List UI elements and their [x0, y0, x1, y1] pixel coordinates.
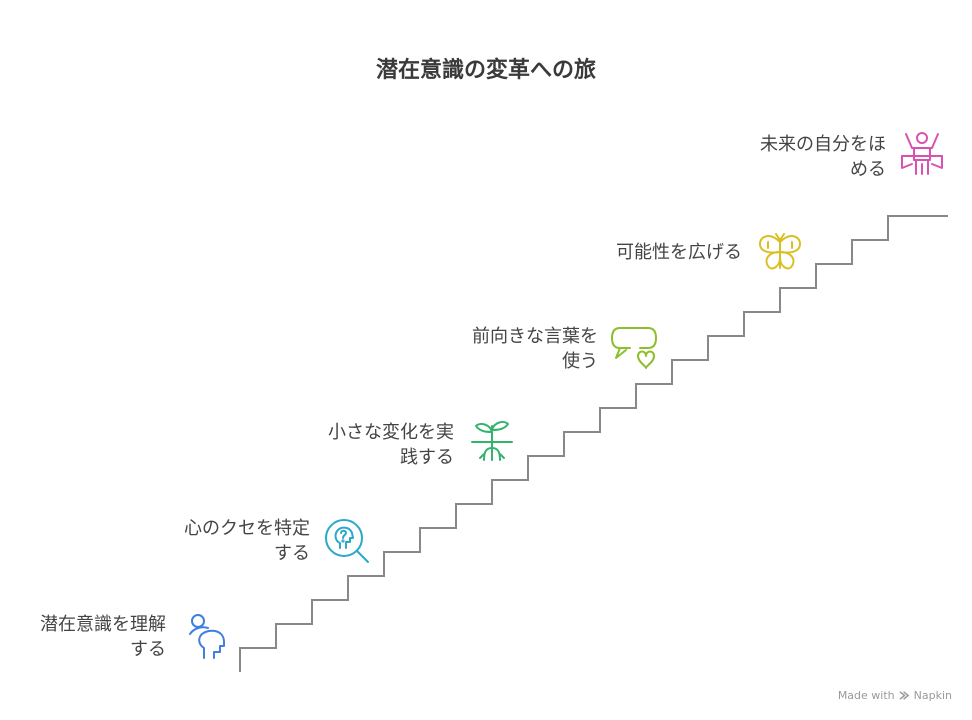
speech-bubble-heart-icon: [611, 327, 657, 369]
napkin-brand-text: Napkin: [913, 689, 952, 702]
step-3-label-line1: 小さな変化を実: [328, 422, 454, 443]
diagram-title: 潜在意識の変革への旅: [375, 58, 596, 83]
step-2-label-line2: する: [274, 543, 310, 564]
step-3-label-line2: 践する: [400, 447, 454, 468]
napkin-branding: Made with Napkin: [838, 689, 952, 702]
step-3-label: 小さな変化を実 践する: [328, 420, 454, 470]
step-1-label: 潜在意識を理解 する: [40, 612, 166, 662]
staircase-line: [239, 215, 948, 672]
step-4-label-line2: 使う: [562, 351, 598, 372]
step-2-label: 心のクセを特定 する: [184, 516, 310, 566]
step-6-label-line2: める: [850, 159, 886, 180]
napkin-logo-icon: [899, 691, 909, 700]
step-6-label: 未来の自分をほ める: [760, 132, 886, 182]
step-4-label: 前向きな言葉を 使う: [472, 324, 598, 374]
sprout-roots-icon: [471, 421, 513, 461]
step-1-label-line2: する: [130, 639, 166, 660]
head-question-magnifier-icon: [325, 519, 369, 563]
step-4-label-line1: 前向きな言葉を: [472, 326, 598, 347]
made-with-text: Made with: [837, 689, 895, 702]
step-6-label-line1: 未来の自分をほ: [760, 134, 886, 155]
butterfly-icon: [759, 233, 801, 270]
head-profile-icon: [189, 614, 225, 659]
step-5-label-line1: 可能性を広げる: [616, 242, 742, 263]
person-celebrating-icon: [901, 132, 943, 175]
step-2-label-line1: 心のクセを特定: [184, 518, 310, 539]
step-5-label: 可能性を広げる: [616, 240, 742, 265]
step-1-label-line1: 潜在意識を理解: [40, 614, 166, 635]
